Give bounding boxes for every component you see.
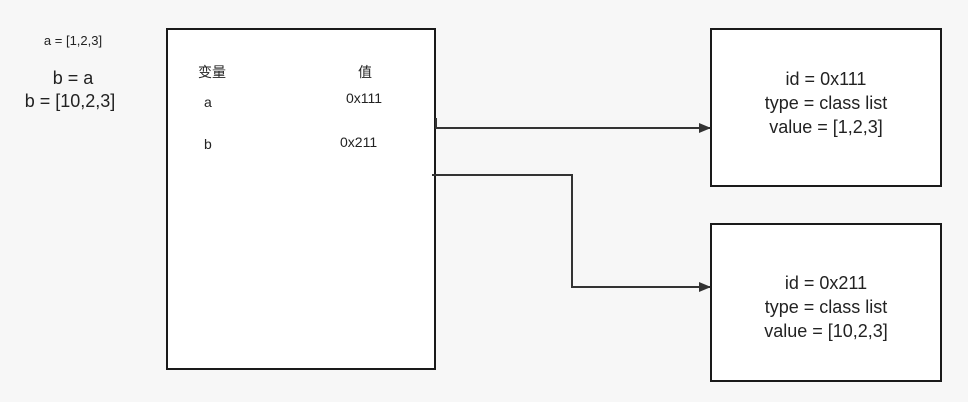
arrow-b-to-object-2 <box>432 174 711 292</box>
arrow-a-to-object-1 <box>435 118 711 133</box>
object-2-type: type = class list <box>764 297 888 317</box>
code-line-1: a = [1,2,3] <box>43 33 103 48</box>
object-1-id: id = 0x111 <box>785 69 867 89</box>
variable-table: 变量 值 a 0x111 b 0x211 <box>166 28 436 370</box>
variable-value-a: 0x111 <box>346 90 383 106</box>
object-box-1: id = 0x111 type = class list value = [1,… <box>710 28 942 187</box>
variable-value-b: 0x211 <box>340 134 378 150</box>
code-line-3: b = [10,2,3] <box>24 91 116 111</box>
value-header: 值 <box>358 64 372 80</box>
object-2-value: value = [10,2,3] <box>764 321 888 341</box>
object-1-type: type = class list <box>764 93 888 113</box>
variable-header: 变量 <box>198 64 226 80</box>
variable-name-b: b <box>204 136 212 152</box>
code-line-2: b = a <box>52 68 94 88</box>
object-2-id: id = 0x211 <box>784 273 868 293</box>
object-1-value: value = [1,2,3] <box>769 117 883 137</box>
variable-name-a: a <box>204 94 212 110</box>
object-box-2: id = 0x211 type = class list value = [10… <box>710 223 942 382</box>
